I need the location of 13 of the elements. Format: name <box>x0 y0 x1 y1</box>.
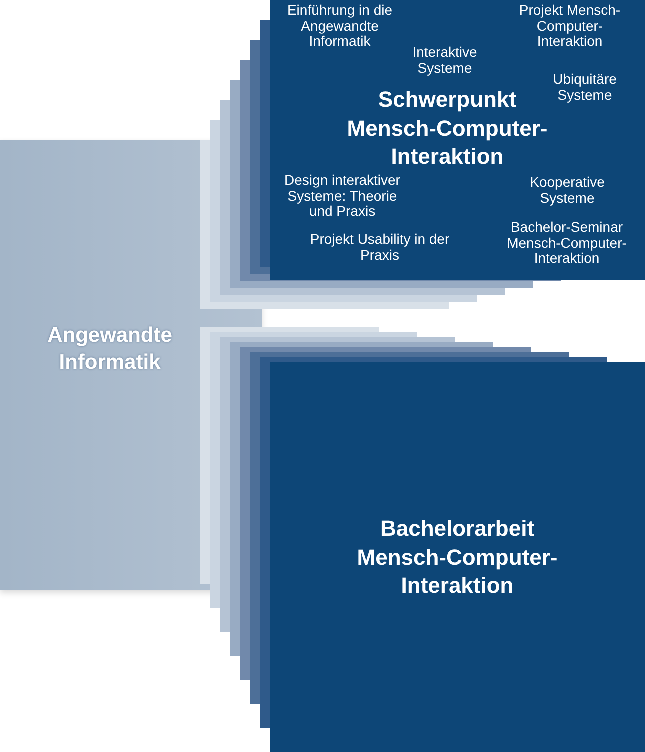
course-title: Ubiquitäre Systeme <box>552 72 618 104</box>
module-panel <box>270 0 645 280</box>
panel-heading: Angewandte Informatik <box>46 323 174 376</box>
course-title: Projekt Mensch-Computer-Interaktion <box>518 3 622 50</box>
course-title: Einführung in die Angewandte Informatik <box>286 3 394 50</box>
course-title: Projekt Usability in der Praxis <box>309 232 451 264</box>
course-title: Design interaktiver Systeme: Theorie und Praxis <box>284 173 402 220</box>
course-title: Bachelor-Seminar Mensch-Computer-Interaktion <box>506 220 628 268</box>
panel-heading: Schwerpunkt Mensch-Computer-Interaktion <box>346 86 549 172</box>
course-title: Interaktive Systeme <box>412 45 478 76</box>
panel-heading: Bachelorarbeit Mensch-Computer-Interaktion <box>356 515 559 600</box>
thesis-panel <box>270 362 645 752</box>
course-title: Kooperative Systeme <box>529 175 606 206</box>
